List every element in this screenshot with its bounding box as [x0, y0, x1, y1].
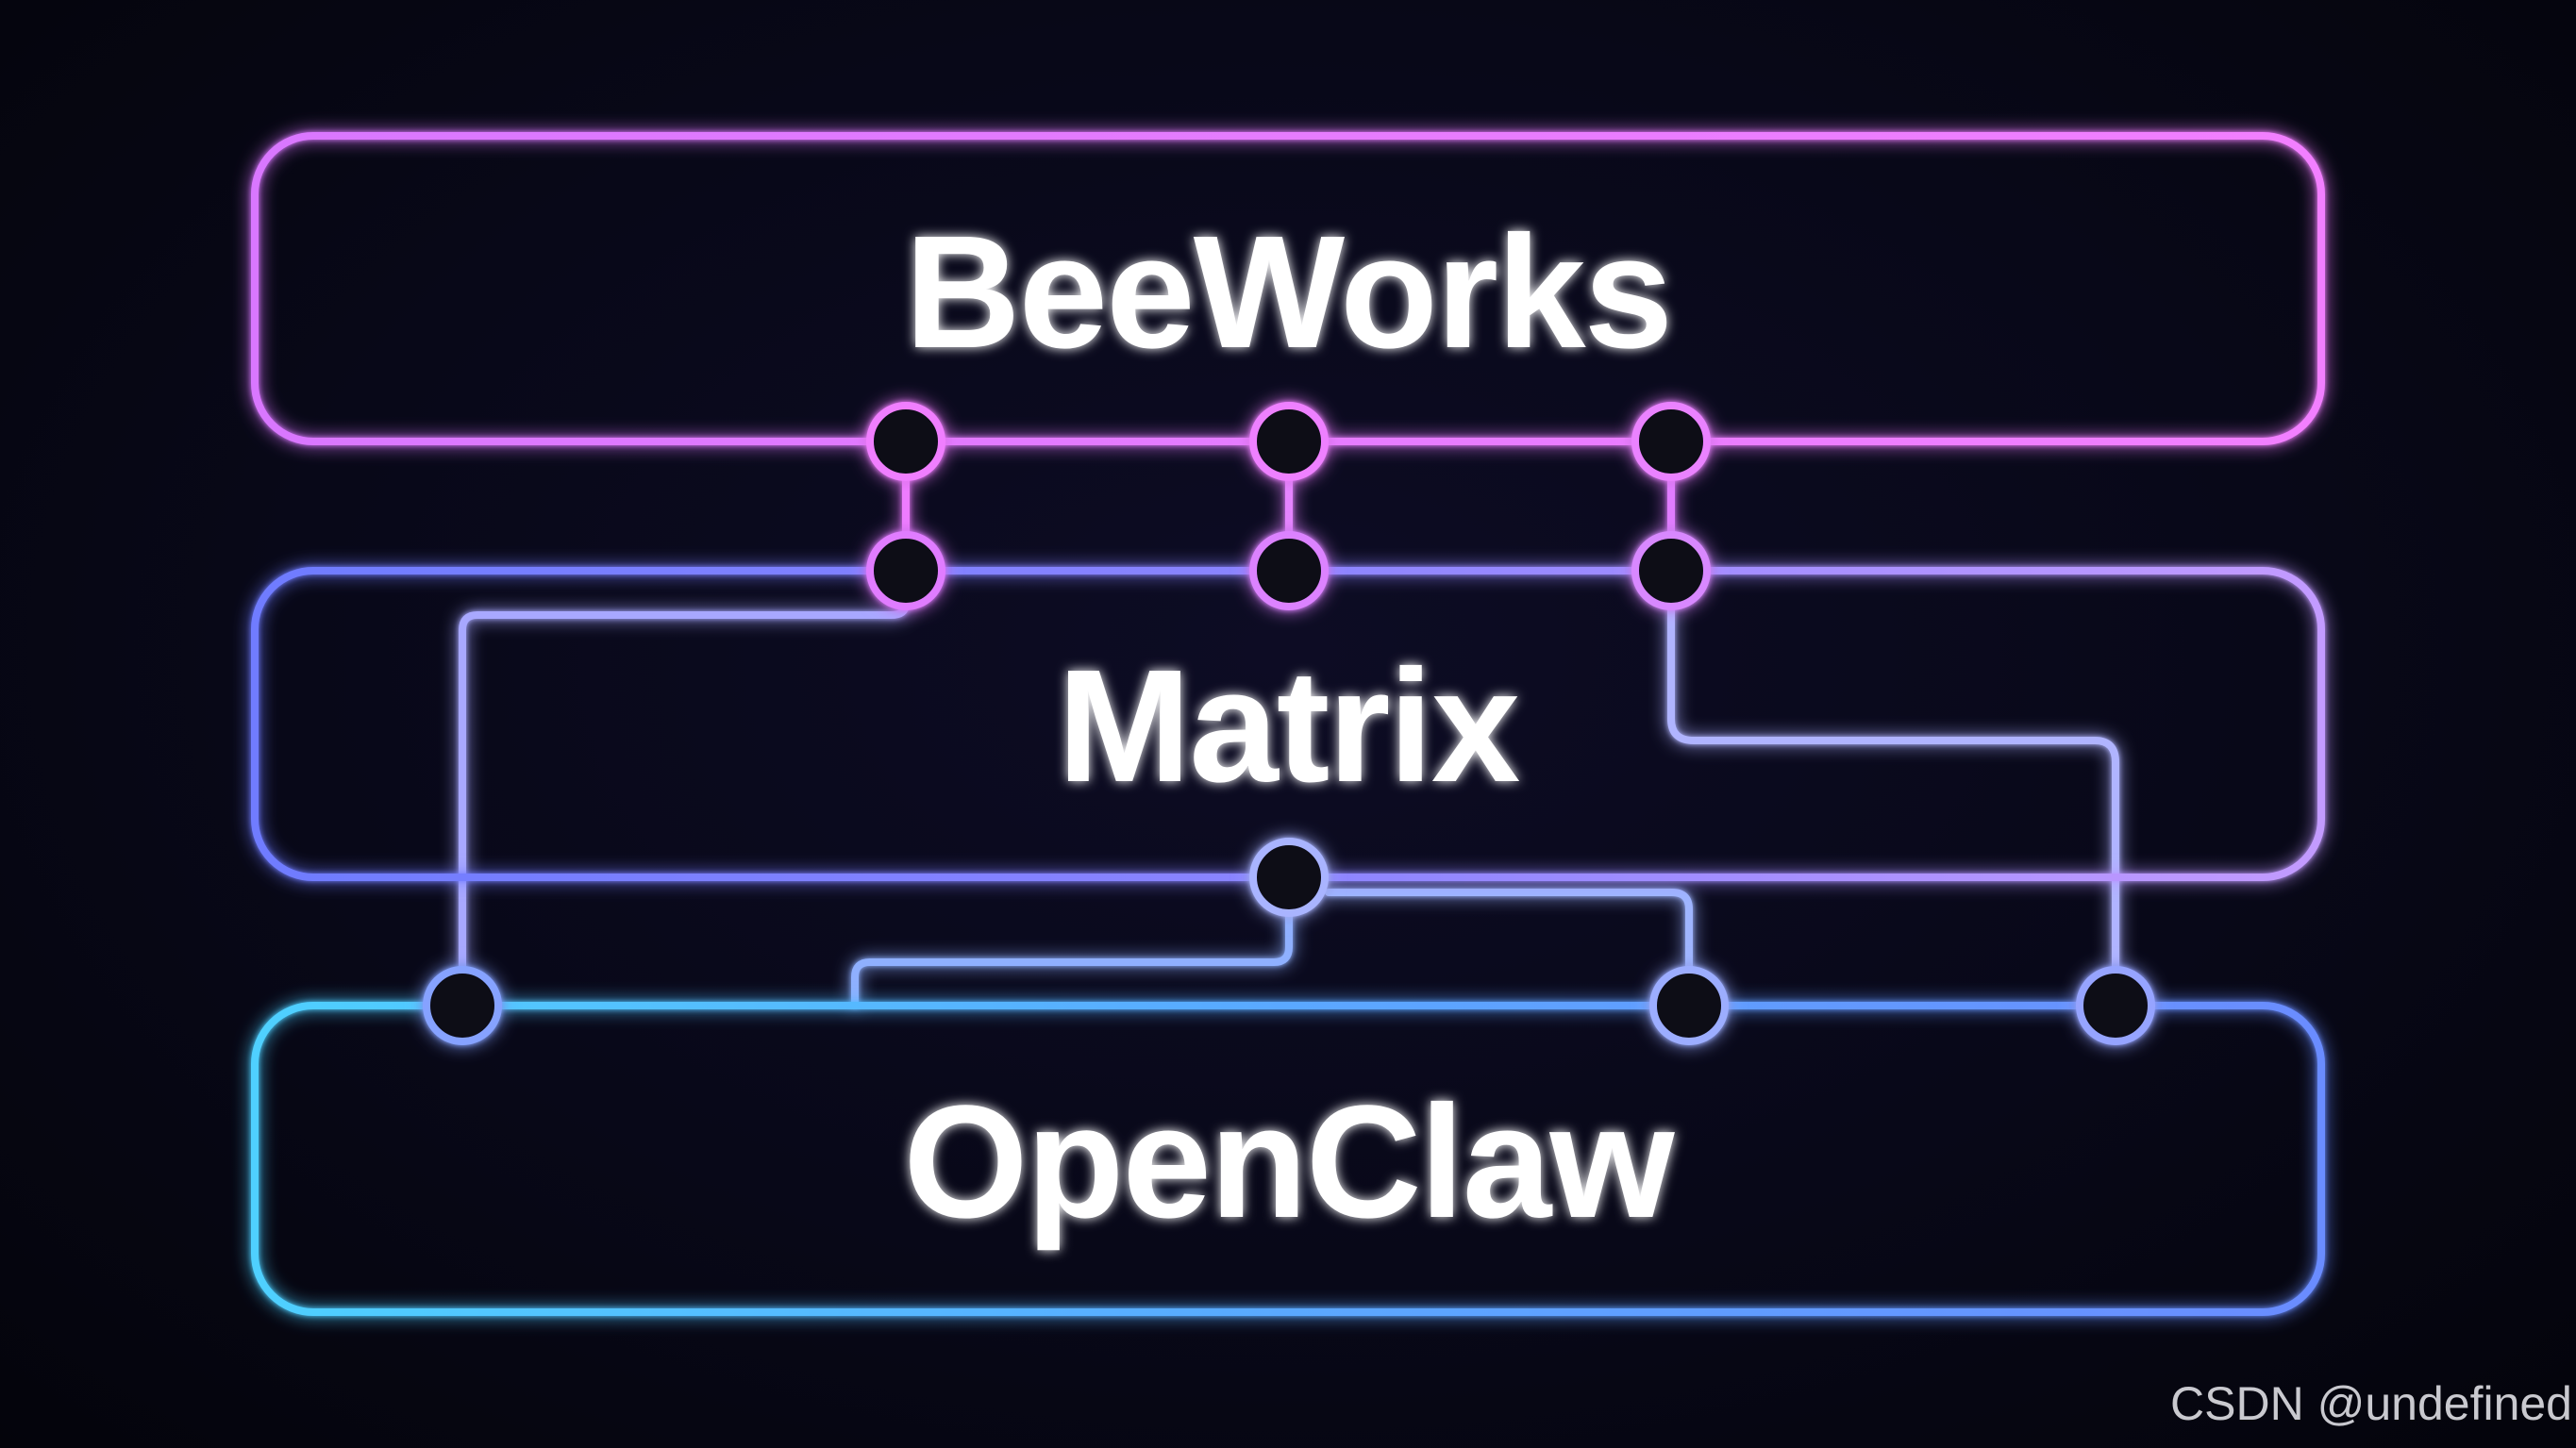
node-matrix-bottom	[1249, 838, 1329, 917]
node-beeworks-2	[1249, 402, 1329, 481]
watermark-text: CSDN @undefined	[2170, 1377, 2572, 1430]
link-matrix-openclaw-mid	[1325, 889, 1693, 970]
node-openclaw-2	[1649, 966, 1729, 1045]
node-matrix-top-2	[1249, 531, 1329, 610]
layer-title-beeworks: BeeWorks	[905, 203, 1671, 382]
node-beeworks-3	[1631, 402, 1711, 481]
link-matrix-openclaw-left	[459, 600, 910, 971]
layer-title-openclaw: OpenClaw	[903, 1073, 1675, 1252]
node-matrix-top-3	[1631, 531, 1711, 610]
layer-box-openclaw	[251, 1002, 2325, 1316]
node-matrix-top-1	[866, 531, 945, 610]
node-openclaw-3	[2076, 966, 2155, 1045]
layer-title-matrix: Matrix	[1058, 637, 1520, 816]
node-openclaw-1	[423, 966, 502, 1045]
link-matrix-openclaw-right	[1667, 602, 2119, 971]
link-matrix-openclaw-short	[851, 909, 1293, 1007]
node-beeworks-1	[866, 402, 945, 481]
